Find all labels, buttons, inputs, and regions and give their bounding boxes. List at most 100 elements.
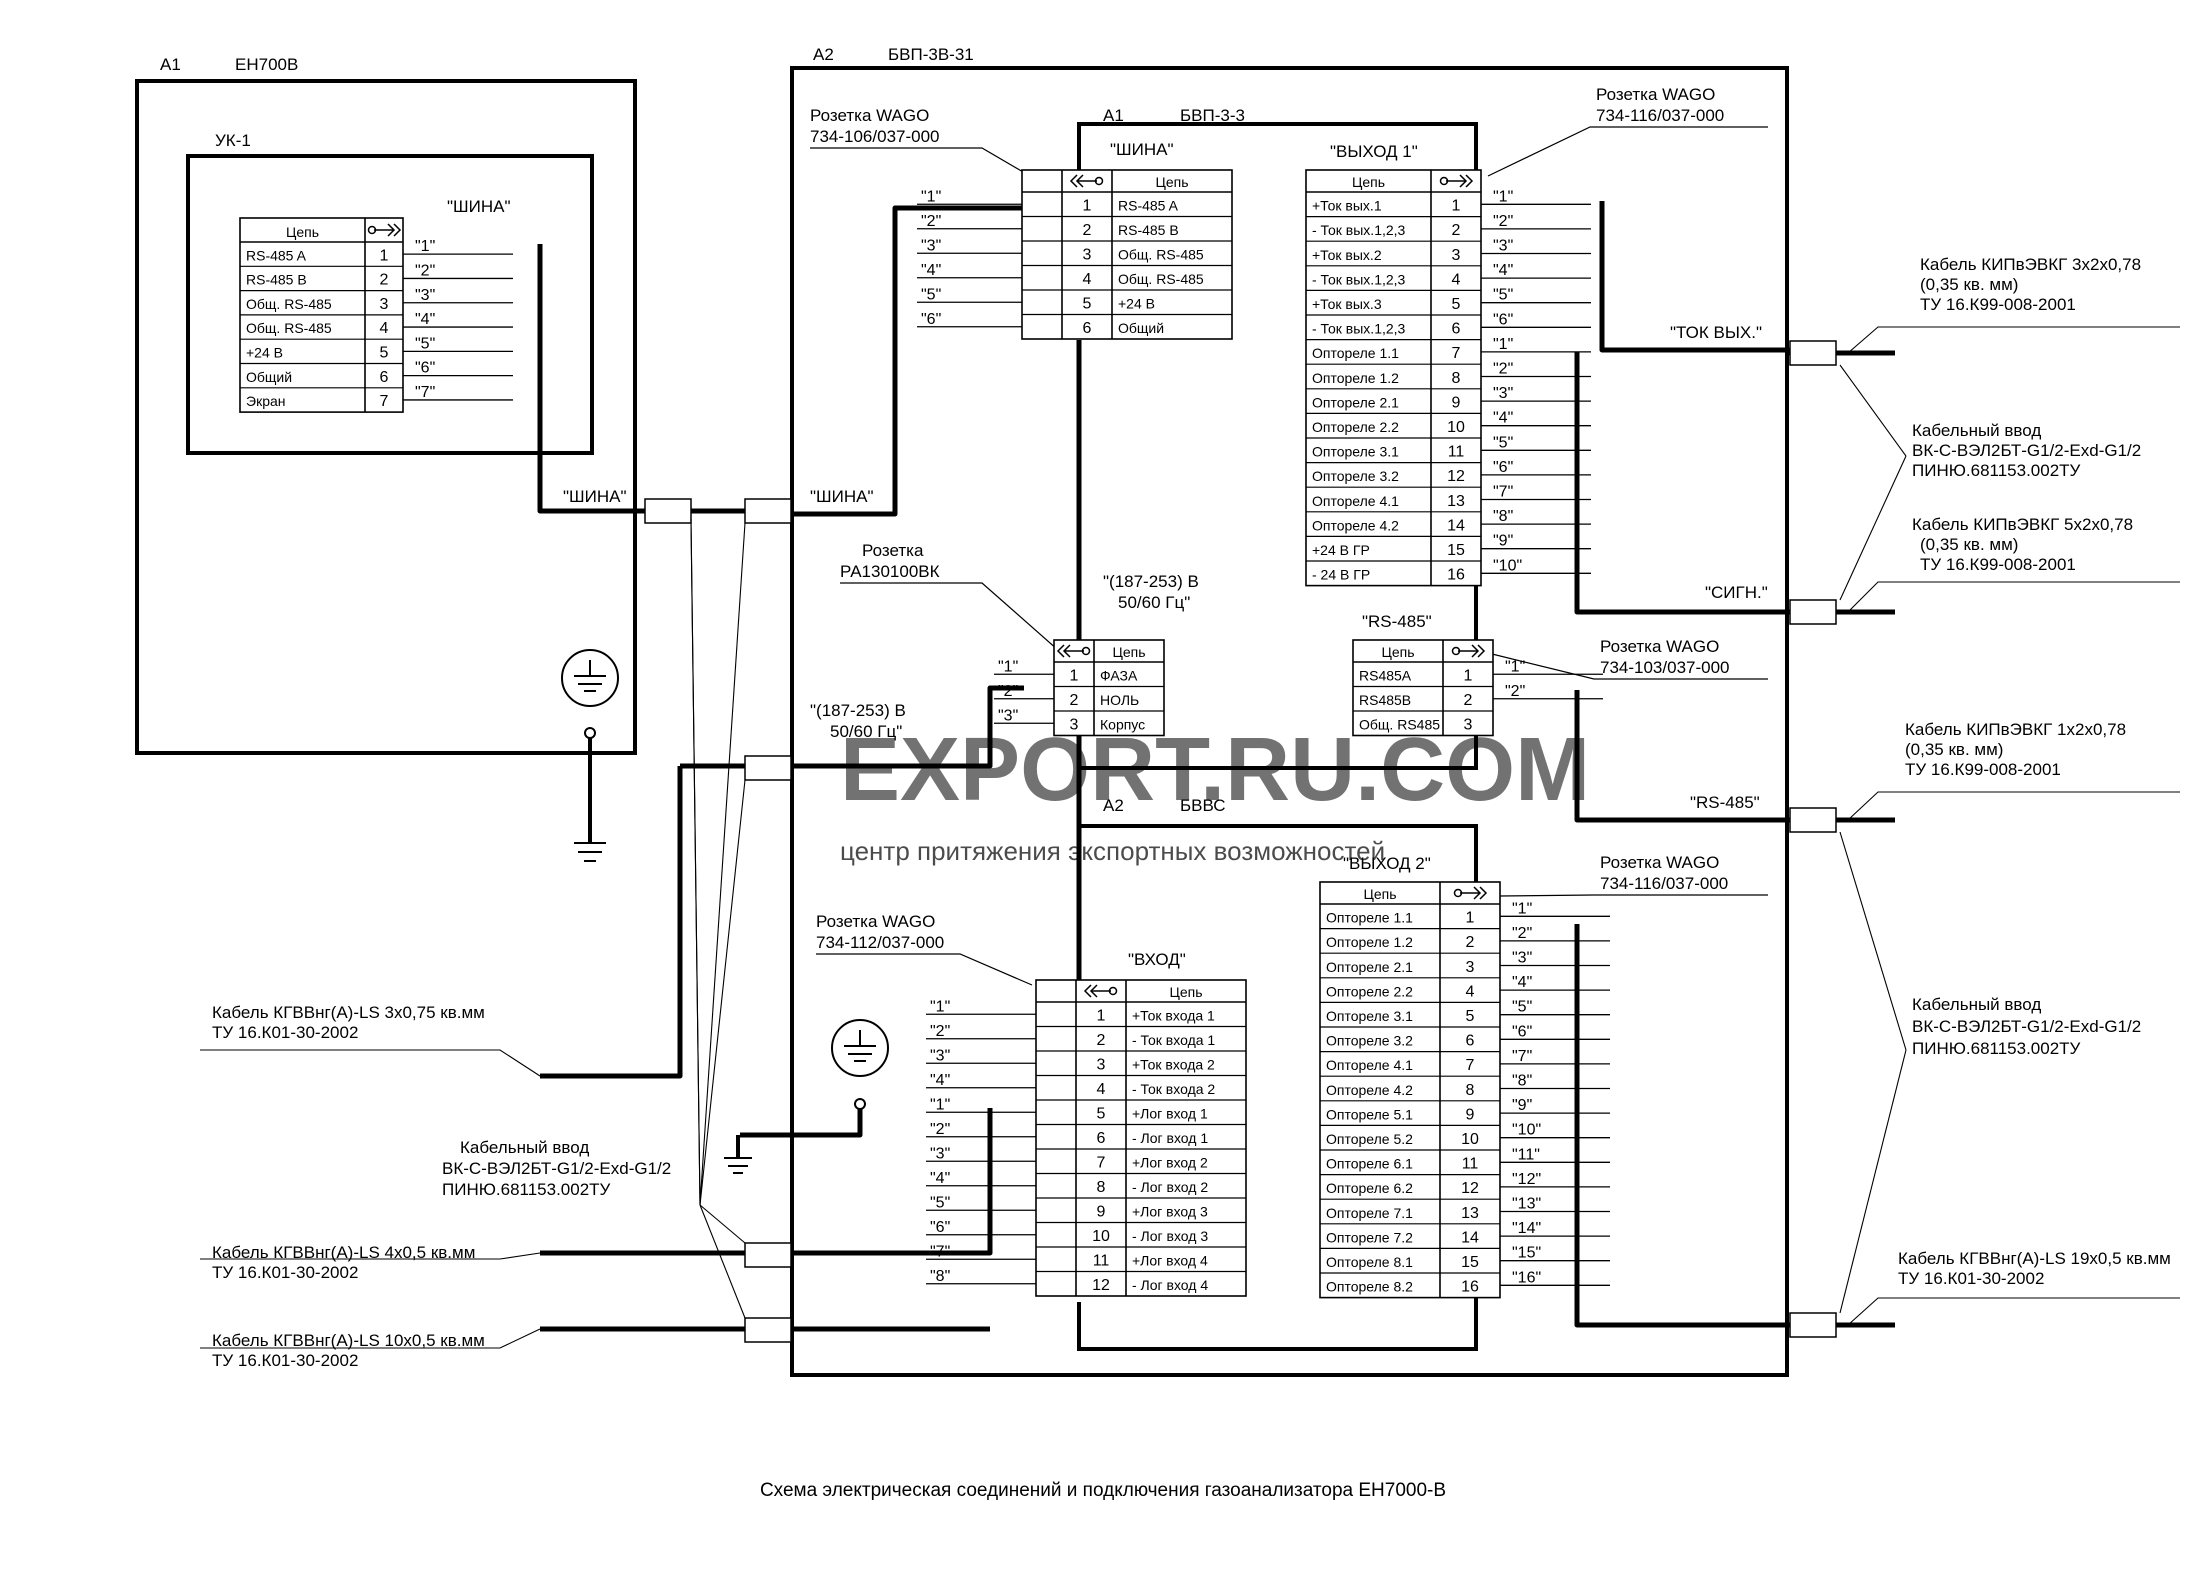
power-socket-code: РА130100ВК bbox=[840, 562, 940, 581]
vyhod2-row-4-name: Оптореле 2.2 bbox=[1326, 983, 1413, 999]
vhod-row-2-wire: "2" bbox=[930, 1023, 950, 1040]
uk_table-row-1-pin: 1 bbox=[380, 247, 389, 264]
power-row-1-name: ФАЗА bbox=[1100, 668, 1138, 684]
vhod-row-12-name: - Лог вход 4 bbox=[1132, 1277, 1208, 1293]
vyhod1-socket-code: 734-116/037-000 bbox=[1596, 106, 1724, 125]
vhod-row-10-name: - Лог вход 3 bbox=[1132, 1228, 1208, 1244]
label-power-1: "(187-253) В bbox=[810, 701, 906, 720]
vyhod1-title: "ВЫХОД 1" bbox=[1330, 142, 1418, 161]
vyhod1-header: Цепь bbox=[1352, 174, 1385, 190]
a2-outer-frame bbox=[790, 66, 1789, 1377]
vyhod1-row-15-name: +24 В ГР bbox=[1312, 542, 1370, 558]
socket-connector-icon bbox=[1083, 984, 1118, 998]
right-cable-1-l1: Кабель КИПвЭВКГ 3х2х0,78 bbox=[1920, 255, 2141, 274]
socket-callouts: Розетка WAGO 734-106/037-000 Розетка WAG… bbox=[810, 85, 1768, 986]
uk_table-row-2-wire: "2" bbox=[415, 262, 435, 279]
uk_table-row-4-pin: 4 bbox=[380, 320, 389, 337]
vhod-row-7-wire: "3" bbox=[930, 1145, 950, 1162]
vyhod2-row-8-name: Оптореле 4.2 bbox=[1326, 1082, 1413, 1098]
vyhod1-socket: Розетка WAGO bbox=[1596, 85, 1715, 104]
vyhod2-row-6-pin: 6 bbox=[1466, 1033, 1475, 1050]
vhod-row-6-wire: "2" bbox=[930, 1121, 950, 1138]
vhod-row-11-wire: "7" bbox=[930, 1243, 950, 1260]
vhod-row-6-pin: 6 bbox=[1097, 1130, 1106, 1147]
rs485-row-1-name: RS485A bbox=[1359, 668, 1412, 684]
vyhod2-row-15-wire: "15" bbox=[1512, 1245, 1541, 1262]
rs485-header: Цепь bbox=[1381, 644, 1414, 660]
shina-row-6-wire: "6" bbox=[921, 311, 941, 328]
vyhod2-row-16-wire: "16" bbox=[1512, 1269, 1541, 1286]
shina-row-5-name: +24 В bbox=[1118, 296, 1155, 312]
uk_table-row-5-wire: "5" bbox=[415, 335, 435, 352]
shina-title: "ШИНА" bbox=[1110, 140, 1173, 159]
vhod-table: Цепь+Ток входа 11"1"- Ток входа 12"2"+То… bbox=[926, 979, 1247, 1297]
right-cable-6-l2: ТУ 16.К01-30-2002 bbox=[1898, 1269, 2044, 1288]
right-cable-3-l3: ТУ 16.К99-008-2001 bbox=[1920, 555, 2076, 574]
vyhod2-row-15-pin: 15 bbox=[1461, 1254, 1479, 1271]
vyhod1-row-7-wire: "1" bbox=[1493, 336, 1513, 353]
shina-row-3-pin: 3 bbox=[1083, 247, 1092, 264]
vyhod1-row-1-pin: 1 bbox=[1452, 198, 1461, 215]
uk_table-row-6-pin: 6 bbox=[380, 369, 389, 386]
vhod-row-1-wire: "1" bbox=[930, 998, 950, 1015]
right-cable-1-l3: ТУ 16.К99-008-2001 bbox=[1920, 295, 2076, 314]
vyhod1-row-6-wire: "6" bbox=[1493, 311, 1513, 328]
vhod-row-1-pin: 1 bbox=[1097, 1008, 1106, 1025]
shina-row-6-name: Общий bbox=[1118, 320, 1164, 336]
vyhod2-row-14-wire: "14" bbox=[1512, 1220, 1541, 1237]
vyhod1-row-13-pin: 13 bbox=[1447, 493, 1465, 510]
uk_table-row-5-name: +24 В bbox=[246, 345, 283, 361]
vyhod1-row-3-pin: 3 bbox=[1452, 247, 1461, 264]
bvvs-title: БВВС bbox=[1180, 796, 1226, 815]
shina-row-4-name: Общ. RS-485 bbox=[1118, 271, 1204, 287]
ground-symbols bbox=[561, 649, 889, 1174]
rs485-row-3-pin: 3 bbox=[1464, 717, 1473, 734]
vyhod1-row-16-name: - 24 В ГР bbox=[1312, 567, 1370, 583]
socket-connector-icon bbox=[1069, 174, 1104, 188]
vyhod1-row-5-name: +Ток вых.3 bbox=[1312, 296, 1382, 312]
vyhod2-row-5-pin: 5 bbox=[1466, 1008, 1475, 1025]
shina-row-2-wire: "2" bbox=[921, 213, 941, 230]
vyhod2-row-12-name: Оптореле 6.2 bbox=[1326, 1180, 1413, 1196]
vyhod1-row-14-name: Оптореле 4.2 bbox=[1312, 517, 1399, 533]
right-cable-3-l1: Кабель КИПвЭВКГ 5х2х0,78 bbox=[1912, 515, 2133, 534]
left-cable-labels: Кабель КГВВнг(А)-LS 3х0,75 кв.мм ТУ 16.К… bbox=[212, 1003, 671, 1370]
vyhod2-row-9-name: Оптореле 5.1 bbox=[1326, 1106, 1413, 1122]
vhod-row-11-pin: 11 bbox=[1093, 1253, 1110, 1270]
vyhod1-row-11-pin: 11 bbox=[1448, 444, 1465, 461]
label-sign: "СИГН." bbox=[1705, 583, 1768, 602]
uk_table-row-1-name: RS-485 A bbox=[246, 247, 307, 263]
uk_table-row-1-wire: "1" bbox=[415, 238, 435, 255]
vhod-row-12-wire: "8" bbox=[930, 1268, 950, 1285]
vyhod1-row-3-name: +Ток вых.2 bbox=[1312, 247, 1382, 263]
socket-connector-icon bbox=[1453, 886, 1488, 900]
left-cable-2-l3: ПИНЮ.681153.002ТУ bbox=[442, 1180, 611, 1199]
vyhod1-row-10-pin: 10 bbox=[1447, 419, 1465, 436]
vyhod2-row-8-pin: 8 bbox=[1466, 1082, 1475, 1099]
leader-lines bbox=[200, 326, 2180, 1349]
shina-row-1-name: RS-485 A bbox=[1118, 198, 1179, 214]
vyhod2-row-11-name: Оптореле 6.1 bbox=[1326, 1156, 1413, 1172]
a1-ref: А1 bbox=[160, 55, 181, 74]
vyhod2-row-10-pin: 10 bbox=[1461, 1131, 1479, 1148]
left-cable-2-l1: Кабельный ввод bbox=[460, 1138, 589, 1157]
a1-outer-frame bbox=[135, 79, 637, 755]
vhod-row-7-pin: 7 bbox=[1097, 1155, 1106, 1172]
vyhod1-row-9-wire: "3" bbox=[1493, 385, 1513, 402]
vyhod2-row-6-name: Оптореле 3.2 bbox=[1326, 1033, 1413, 1049]
shina-row-2-name: RS-485 B bbox=[1118, 222, 1179, 238]
watermark-sub: центр притяжения экспортных возможностей bbox=[840, 836, 1385, 866]
vyhod1-row-2-wire: "2" bbox=[1493, 213, 1513, 230]
rs485-row-2-name: RS485B bbox=[1359, 692, 1411, 708]
right-cable-1-l2: (0,35 кв. мм) bbox=[1920, 275, 2018, 294]
vhod-row-3-name: +Ток входа 2 bbox=[1132, 1057, 1215, 1073]
vhod-row-10-wire: "6" bbox=[930, 1219, 950, 1236]
vyhod2-row-16-name: Оптореле 8.2 bbox=[1326, 1279, 1413, 1295]
vyhod2-row-1-name: Оптореле 1.1 bbox=[1326, 910, 1413, 926]
vhod-row-4-pin: 4 bbox=[1097, 1081, 1106, 1098]
vhod-row-9-wire: "5" bbox=[930, 1194, 950, 1211]
vhod-row-1-name: +Ток входа 1 bbox=[1132, 1008, 1215, 1024]
left-cable-4-l1: Кабель КГВВнг(А)-LS 10х0,5 кв.мм bbox=[212, 1331, 485, 1350]
vyhod1-row-6-pin: 6 bbox=[1452, 321, 1461, 338]
